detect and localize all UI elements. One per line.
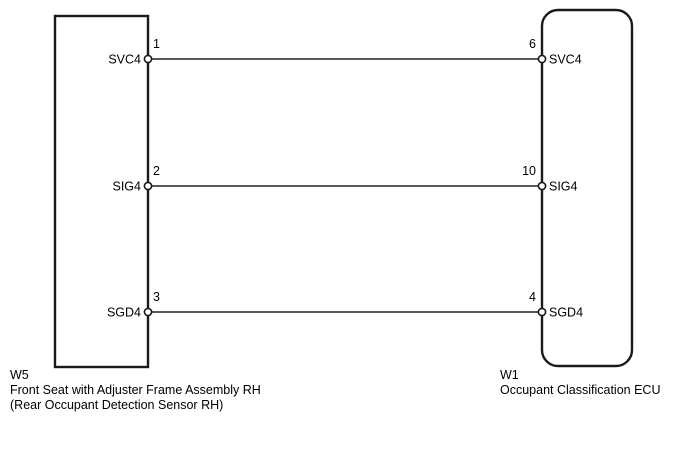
left-signal-label-svc4: SVC4 [108, 53, 141, 67]
right-terminal-sgd4 [537, 307, 547, 317]
left-connector-code: W5 [10, 368, 29, 382]
right-connector-caption: W1 Occupant Classification ECU [500, 368, 660, 398]
left-connector-subname: (Rear Occupant Detection Sensor RH) [10, 398, 224, 412]
left-connector-name: Front Seat with Adjuster Frame Assembly … [10, 383, 261, 397]
right-pin-number-sig4: 10 [522, 164, 536, 178]
left-pin-number-svc4: 1 [153, 37, 160, 51]
right-signal-label-sgd4: SGD4 [549, 306, 583, 320]
left-pin-number-sgd4: 3 [153, 290, 160, 304]
right-terminal-svc4 [537, 54, 547, 64]
left-signal-label-sgd4: SGD4 [107, 306, 141, 320]
right-connector-code: W1 [500, 368, 519, 382]
left-pin-number-sig4: 2 [153, 164, 160, 178]
right-signal-label-sig4: SIG4 [549, 180, 578, 194]
left-terminal-svc4 [143, 54, 153, 64]
right-signal-label-svc4: SVC4 [549, 53, 582, 67]
left-connector-body [53, 14, 150, 369]
left-connector-caption: W5 Front Seat with Adjuster Frame Assemb… [10, 368, 261, 413]
right-connector-name: Occupant Classification ECU [500, 383, 661, 397]
left-terminal-sgd4 [143, 307, 153, 317]
right-pin-number-svc4: 6 [529, 37, 536, 51]
right-terminal-sig4 [537, 181, 547, 191]
right-pin-number-sgd4: 4 [529, 290, 536, 304]
left-signal-label-sig4: SIG4 [113, 180, 142, 194]
left-terminal-sig4 [143, 181, 153, 191]
